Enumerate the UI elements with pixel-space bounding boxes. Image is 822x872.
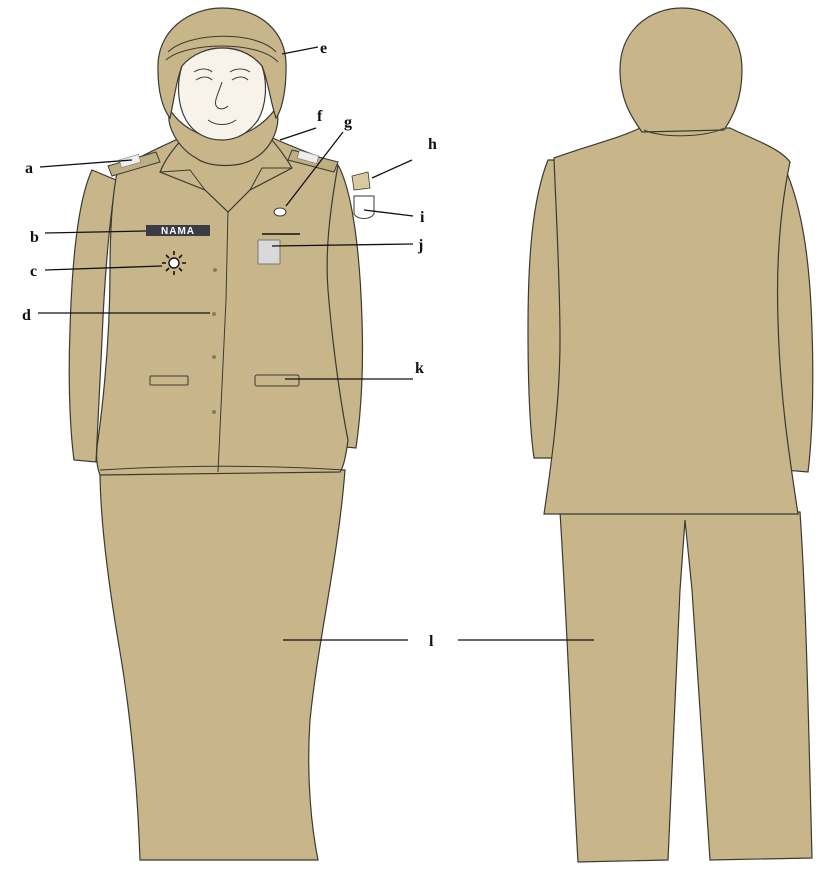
label-h: h <box>428 136 437 153</box>
label-d: d <box>22 307 31 324</box>
label-c: c <box>30 263 37 280</box>
chest-pin <box>274 208 286 216</box>
label-j: j <box>417 237 423 254</box>
label-k: k <box>415 360 424 377</box>
label-f: f <box>317 108 323 125</box>
back-jacket <box>544 128 798 514</box>
name-tag-text: NAMA <box>161 226 195 237</box>
label-i: i <box>420 209 425 226</box>
id-card <box>258 240 280 264</box>
label-g: g <box>344 114 352 131</box>
label-a: a <box>25 160 33 177</box>
label-e: e <box>320 40 327 57</box>
front-skirt <box>100 470 345 860</box>
label-l: l <box>429 633 434 650</box>
sleeve-emblem <box>354 196 374 219</box>
face <box>179 48 266 140</box>
back-figure <box>528 8 813 862</box>
label-b: b <box>30 229 39 246</box>
back-head <box>620 8 742 132</box>
shoulder-patch <box>352 172 370 190</box>
back-trousers <box>560 512 812 862</box>
front-figure: NAMA <box>69 8 374 860</box>
